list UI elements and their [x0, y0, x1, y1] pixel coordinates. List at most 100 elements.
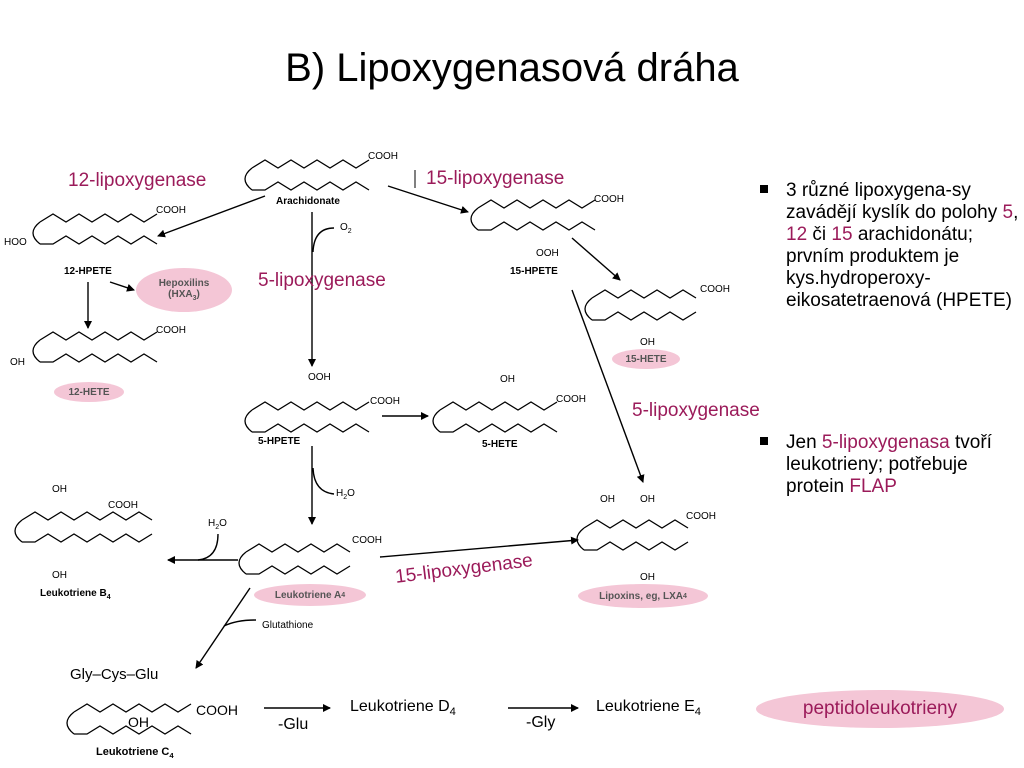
12-hete-structure-lower [40, 353, 158, 363]
lta4-cooh: COOH [352, 535, 382, 546]
12-hpete-cooh: COOH [156, 205, 186, 216]
5-hpete-ooh: OOH [308, 372, 331, 383]
5-hete-structure-bend [432, 409, 441, 433]
12-hpete-structure-lower [40, 235, 158, 245]
ltc4-label: Leukotriene C4 [96, 746, 174, 761]
arrow-to-15-hete [571, 237, 621, 281]
5-hete-structure-upper [439, 401, 558, 411]
ltb4-structure-upper [21, 511, 153, 521]
ltb4-oh-bottom: OH [52, 570, 67, 581]
ltb4-label: Leukotriene B4 [40, 588, 111, 601]
lipoxins-oh-1: OH [600, 494, 615, 505]
12-hete-structure-bend [32, 339, 41, 363]
5-hpete-structure-bend [244, 409, 253, 433]
arachidonate-label: Arachidonate [276, 196, 340, 207]
bullet-list: 3 různé lipoxygena-sy zavádějí kyslík do… [760, 180, 1022, 498]
bullet-marker [760, 185, 768, 193]
ltd4-label: Leukotriene D4 [350, 698, 456, 719]
ltc4-structure-lower [74, 725, 192, 735]
h2o-curve-1 [312, 467, 335, 495]
12-hete-cooh: COOH [156, 325, 186, 336]
ltc4-cooh: COOH [196, 702, 238, 718]
lte4-label: Leukotriene E4 [596, 698, 701, 719]
arrow-to-15-hpete [387, 185, 469, 214]
glutathione-label: Glutathione [262, 620, 314, 631]
lipoxins-oh-2: OH [640, 494, 655, 505]
15-hpete-cooh: COOH [594, 194, 624, 205]
lipoxins-cooh: COOH [686, 511, 716, 522]
ltb4-cooh: COOH [108, 500, 138, 511]
15-hete-oh: OH [640, 337, 655, 348]
h2o-curve-2 [197, 533, 219, 561]
15-hpete-structure-bend [470, 207, 479, 231]
page-title: B) Lipoxygenasová dráha [285, 46, 739, 90]
15-hete-cooh: COOH [700, 284, 730, 295]
lipoxins-structure-lower [584, 541, 689, 551]
5-hete-label: 5-HETE [482, 439, 518, 450]
ltb4-structure-bend [14, 519, 23, 543]
arachidonate-structure-lower [252, 181, 370, 191]
lipoxins-oh-3: OH [640, 572, 655, 583]
h2o-label-1: H2O [336, 488, 355, 501]
arrow-to-lipoxins-b [379, 536, 579, 558]
ltc4-oh: OH [128, 714, 149, 730]
ltb4-structure-lower [22, 533, 153, 543]
lta4-structure-upper [245, 543, 351, 553]
arrow-to-hepoxilins [109, 281, 135, 292]
15-hete-structure-bend [584, 297, 593, 321]
12-hpete-label: 12-HPETE [64, 266, 112, 277]
5-hpete-structure-lower [252, 423, 370, 433]
enzyme-15-lipoxygenase-top: 15-lipoxygenase [426, 168, 565, 189]
ltc4-gly-cys-glu: Gly–Cys–Glu [70, 666, 159, 683]
glutathione-curve [223, 619, 257, 627]
o2-curve [312, 227, 335, 253]
arrow-to-12-hpete [157, 195, 266, 238]
15-hpete-structure-upper [477, 199, 596, 209]
peptidoleukotrieny-pill: peptidoleukotrieny [756, 690, 1004, 728]
lipoxins-structure-bend [576, 527, 585, 551]
lta4-structure-lower [246, 565, 351, 575]
ltb4-oh-top: OH [52, 484, 67, 495]
12-hpete-hoo: HOO [4, 237, 27, 248]
ltc4-structure-bend [66, 711, 75, 735]
arachidonate-structure-bend [244, 167, 253, 191]
arachidonate-cooh: COOH [368, 151, 398, 162]
minus-glu-label: -Glu [278, 716, 309, 733]
arrow-to-ltc4 [195, 587, 251, 669]
enzyme-12-lipoxygenase: 12-lipoxygenase [68, 170, 207, 191]
enzyme-5-lipoxygenase-mid: 5-lipoxygenase [258, 270, 386, 291]
lta4-structure-bend [238, 551, 247, 575]
15-hpete-ooh: OOH [536, 248, 559, 259]
12-hpete-structure-upper [39, 213, 158, 223]
arachidonate-structure-upper [251, 159, 370, 169]
bullet-marker [760, 437, 768, 445]
12-hpete-structure-bend [32, 221, 41, 245]
o2-label: O2 [340, 222, 352, 235]
15-hpete-structure-lower [478, 221, 596, 231]
15-hpete-label: 15-HPETE [510, 266, 558, 277]
hepoxilins-line2: (HXA3) [168, 289, 200, 302]
minus-gly-label: -Gly [526, 714, 556, 731]
5-hete-oh: OH [500, 374, 515, 385]
lipoxins-structure-upper [583, 519, 689, 529]
enzyme-5-lipoxygenase-right: 5-lipoxygenase [632, 400, 760, 421]
h2o-label-2: H2O [208, 518, 227, 531]
12-hete-pill: 12-HETE [54, 382, 124, 402]
5-hete-cooh: COOH [556, 394, 586, 405]
arrow-to-lipoxins-a [571, 289, 645, 483]
hepoxilins-pill: Hepoxilins (HXA3) [136, 268, 232, 312]
5-hpete-label: 5-HPETE [258, 436, 301, 447]
bullet-1: 3 různé lipoxygena-sy zavádějí kyslík do… [760, 180, 1022, 312]
12-hete-oh: OH [10, 357, 25, 368]
15-hete-structure-lower [592, 311, 697, 321]
5-hpete-structure-upper [251, 401, 370, 411]
15-hete-structure-upper [591, 289, 697, 299]
15-hete-pill: 15-HETE [612, 349, 680, 369]
12-hete-structure-upper [39, 331, 158, 341]
hepoxilins-line1: Hepoxilins [158, 278, 210, 289]
ltc4-structure-upper [73, 703, 192, 713]
bullet-2: Jen 5-lipoxygenasa tvoří leukotrieny; po… [760, 432, 1022, 498]
